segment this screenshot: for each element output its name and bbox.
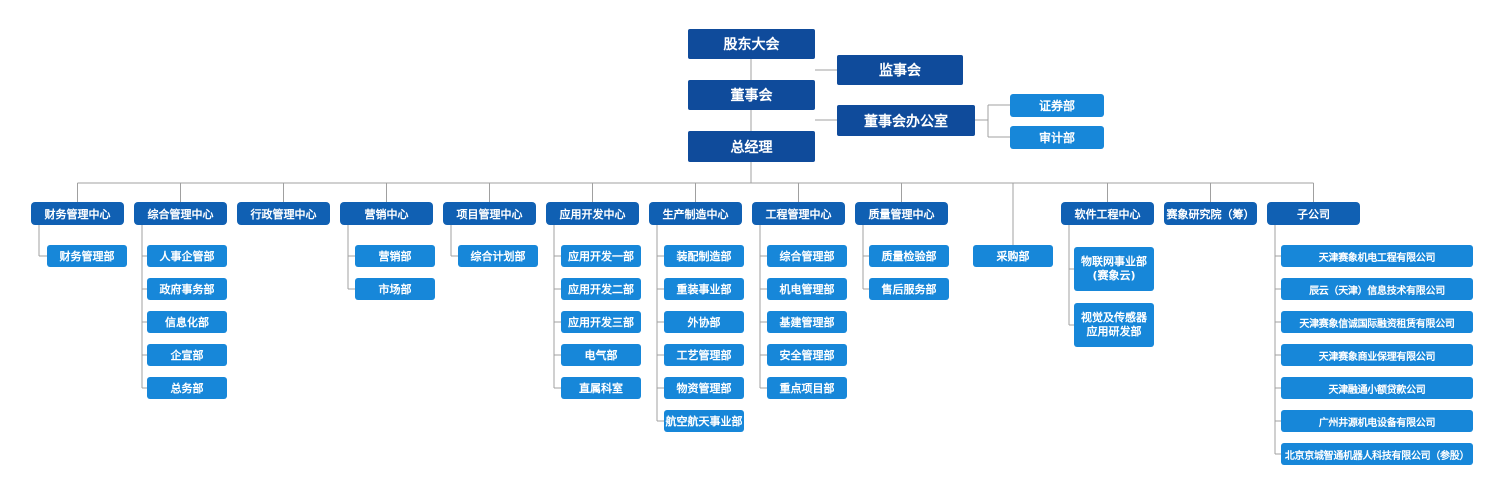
dept-box: 财务管理中心 <box>31 202 124 225</box>
dept-box: 采购部 <box>973 245 1053 267</box>
dept-box: 质量管理中心 <box>855 202 948 225</box>
sub-dept-box: 安全管理部 <box>767 344 847 366</box>
dept-box: 工程管理中心 <box>752 202 845 225</box>
dept-box: 应用开发中心 <box>546 202 639 225</box>
dept-box: 综合管理中心 <box>134 202 227 225</box>
audit-dept-box: 审计部 <box>1010 126 1104 149</box>
sub-dept-box: 物资管理部 <box>664 377 744 399</box>
subsidiary-box: 北京京城智通机器人科技有限公司（参股） <box>1281 443 1473 465</box>
sub-dept-box: 市场部 <box>355 278 435 300</box>
sub-dept-box: 综合管理部 <box>767 245 847 267</box>
dept-box: 项目管理中心 <box>443 202 536 225</box>
sub-dept-box: 应用开发一部 <box>561 245 641 267</box>
subsidiary-box: 天津赛象信诚国际融资租赁有限公司 <box>1281 311 1473 333</box>
sub-dept-box: 机电管理部 <box>767 278 847 300</box>
sub-dept-box: 应用开发三部 <box>561 311 641 333</box>
subsidiary-box: 辰云（天津）信息技术有限公司 <box>1281 278 1473 300</box>
sub-dept-box: 重点项目部 <box>767 377 847 399</box>
sub-dept-box: 重装事业部 <box>664 278 744 300</box>
sub-dept-box: 营销部 <box>355 245 435 267</box>
supervisors-box: 监事会 <box>837 55 963 85</box>
sub-dept-box: 工艺管理部 <box>664 344 744 366</box>
subsidiary-box: 天津融通小额贷款公司 <box>1281 377 1473 399</box>
dept-box: 营销中心 <box>340 202 433 225</box>
sub-dept-box: 财务管理部 <box>47 245 127 267</box>
dept-box: 行政管理中心 <box>237 202 330 225</box>
sub-dept-box: 视觉及传感器应用研发部 <box>1074 303 1154 347</box>
sub-dept-box: 企宣部 <box>147 344 227 366</box>
sub-dept-box: 质量检验部 <box>869 245 949 267</box>
general-manager-box: 总经理 <box>688 131 815 162</box>
subsidiary-box: 广州井源机电设备有限公司 <box>1281 410 1473 432</box>
sub-dept-box: 售后服务部 <box>869 278 949 300</box>
sub-dept-box: 装配制造部 <box>664 245 744 267</box>
sub-dept-box: 政府事务部 <box>147 278 227 300</box>
subsidiary-box: 天津赛象机电工程有限公司 <box>1281 245 1473 267</box>
subsidiary-box: 天津赛象商业保理有限公司 <box>1281 344 1473 366</box>
shareholders-meeting-box: 股东大会 <box>688 29 815 59</box>
sub-dept-box: 基建管理部 <box>767 311 847 333</box>
dept-box: 生产制造中心 <box>649 202 742 225</box>
sub-dept-box: 总务部 <box>147 377 227 399</box>
sub-dept-box: 信息化部 <box>147 311 227 333</box>
sub-dept-box: 外协部 <box>664 311 744 333</box>
dept-box: 软件工程中心 <box>1061 202 1154 225</box>
sub-dept-box: 应用开发二部 <box>561 278 641 300</box>
sub-dept-box: 直属科室 <box>561 377 641 399</box>
dept-box: 赛象研究院（筹） <box>1164 202 1257 225</box>
sub-dept-box: 物联网事业部(赛象云) <box>1074 247 1154 291</box>
board-box: 董事会 <box>688 80 815 110</box>
sub-dept-box: 人事企管部 <box>147 245 227 267</box>
sub-dept-box: 航空航天事业部 <box>664 410 744 432</box>
dept-box: 子公司 <box>1267 202 1360 225</box>
sub-dept-box: 电气部 <box>561 344 641 366</box>
securities-dept-box: 证券部 <box>1010 94 1104 117</box>
sub-dept-box: 综合计划部 <box>458 245 538 267</box>
board-office-box: 董事会办公室 <box>837 105 975 136</box>
